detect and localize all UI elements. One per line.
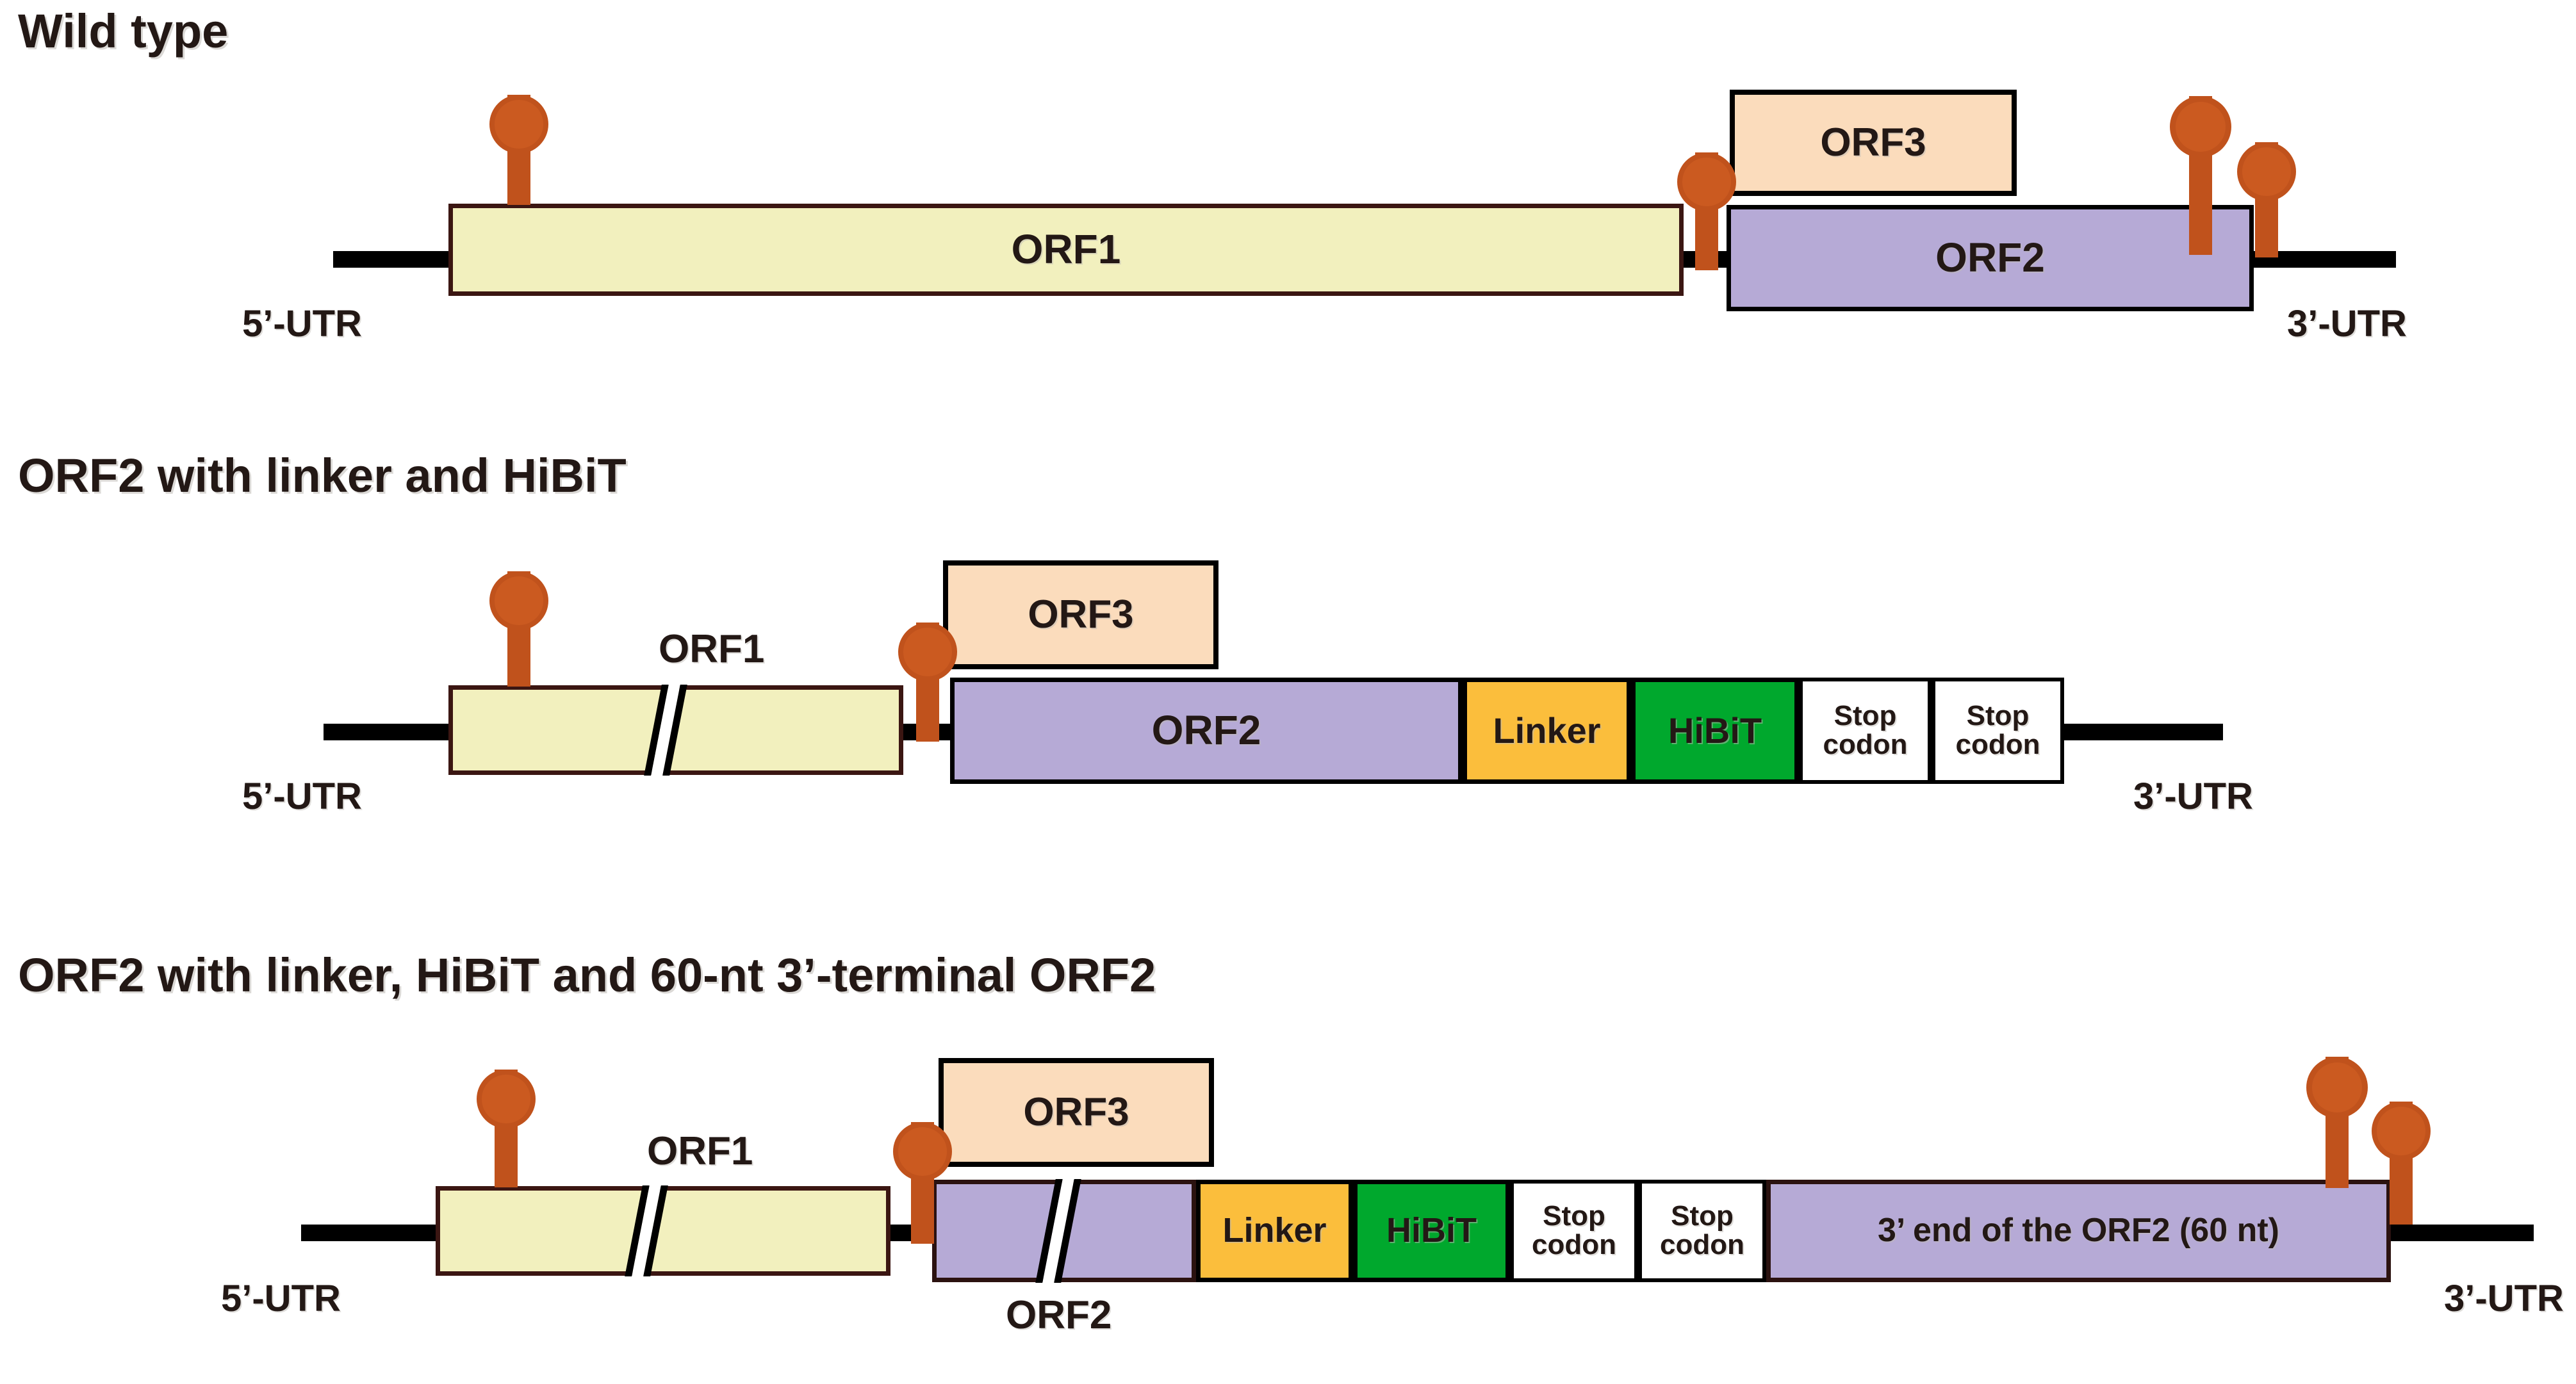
gene-box-linker-label: Linker [1493,710,1601,751]
utr3-label: 3’-UTR [2133,776,2253,817]
gene-box-linker-label: Linker [1222,1211,1327,1250]
stem-loop-icon [487,571,551,687]
stem-loop-icon [2305,1057,2369,1188]
gene-box-stop-codon-2[interactable]: Stop codon [1638,1180,1766,1282]
stop-codon-1-line1: Stop [1543,1200,1605,1232]
gene-box-linker[interactable]: Linker [1463,678,1631,784]
gene-box-orf2-label: ORF2 [1151,707,1261,754]
stem-loop-icon [2169,96,2233,255]
gene-box-orf3[interactable]: ORF3 [943,560,1218,669]
stem-loop-icon [1675,152,1739,270]
stem-loop-icon [890,1122,955,1244]
stem-loop-icon [474,1070,538,1187]
gene-box-orf3-label: ORF3 [1023,1090,1129,1135]
stop-codon-1-line2: codon [1532,1229,1616,1260]
stem-loop-icon [896,623,960,742]
stop-codon-1-line2: codon [1823,729,1908,760]
gene-box-stop-codon-1[interactable]: Stop codon [1510,1180,1638,1282]
gene-box-linker[interactable]: Linker [1196,1180,1353,1282]
gene-box-orf2[interactable]: ORF2 [1727,205,2254,311]
gene-box-orf1-label: ORF1 [1011,226,1121,273]
construct-title-wild-type: Wild type [18,4,229,58]
gene-box-orf2-3prime-end-label: 3’ end of the ORF2 (60 nt) [1878,1212,2279,1250]
utr3-label: 3’-UTR [2444,1278,2564,1319]
genome-backbone-3prime [2377,1225,2534,1241]
gene-box-hibit-label: HiBiT [1386,1211,1477,1250]
utr5-label: 5’-UTR [242,303,362,345]
gene-box-stop-codon-2[interactable]: Stop codon [1932,678,2064,784]
utr5-label: 5’-UTR [242,776,362,817]
stop-codon-2-line2: codon [1955,729,2040,760]
construct-orf2-linker-hibit-60nt: ORF2 with linker, HiBiT and 60-nt 3’-ter… [0,948,2576,1383]
stop-codon-2-line2: codon [1660,1229,1744,1260]
stem-loop-icon [487,95,551,205]
gene-box-orf3-label: ORF3 [1028,592,1134,637]
gene-label-orf2: ORF2 [1006,1293,1112,1337]
gene-box-orf2-label: ORF2 [1935,234,2045,281]
gene-label-orf1: ORF1 [647,1129,753,1173]
stem-loop-icon [2236,142,2297,257]
stem-loop-icon [2370,1102,2432,1225]
utr3-label: 3’-UTR [2287,303,2407,345]
stop-codon-2-line1: Stop [1966,700,2030,732]
construct-orf2-linker-hibit: ORF2 with linker and HiBiT ORF1 ORF3 ORF… [0,448,2576,845]
gene-box-hibit[interactable]: HiBiT [1631,678,1799,784]
truncation-break-icon [1035,1179,1081,1283]
stop-codon-1-line1: Stop [1834,700,1897,732]
construct-title-orf2-linker-hibit-60nt: ORF2 with linker, HiBiT and 60-nt 3’-ter… [18,948,1156,1002]
truncation-break-icon [625,1185,668,1276]
gene-box-orf3-label: ORF3 [1820,120,1926,165]
stop-codon-2-line1: Stop [1671,1200,1734,1232]
construct-wild-type: Wild type ORF1 ORF3 ORF2 5’-UTR 3’-UTR [0,0,2576,397]
genome-backbone-3prime [2063,724,2223,740]
truncation-break-icon [644,685,687,776]
gene-box-orf2-3prime-end[interactable]: 3’ end of the ORF2 (60 nt) [1766,1180,2391,1282]
gene-box-orf3[interactable]: ORF3 [939,1058,1214,1167]
gene-box-hibit-label: HiBiT [1668,710,1762,751]
gene-box-stop-codon-1[interactable]: Stop codon [1799,678,1932,784]
utr5-label: 5’-UTR [221,1278,341,1319]
construct-title-orf2-linker-hibit: ORF2 with linker and HiBiT [18,449,627,502]
gene-box-orf3[interactable]: ORF3 [1730,90,2017,196]
gene-label-orf1: ORF1 [659,627,765,671]
gene-box-hibit[interactable]: HiBiT [1353,1180,1510,1282]
gene-box-orf1[interactable]: ORF1 [448,204,1684,296]
gene-box-orf2[interactable]: ORF2 [950,678,1463,784]
gene-box-orf2[interactable] [932,1179,1196,1283]
gene-box-orf1[interactable] [436,1185,890,1276]
gene-box-orf1[interactable] [448,685,903,776]
